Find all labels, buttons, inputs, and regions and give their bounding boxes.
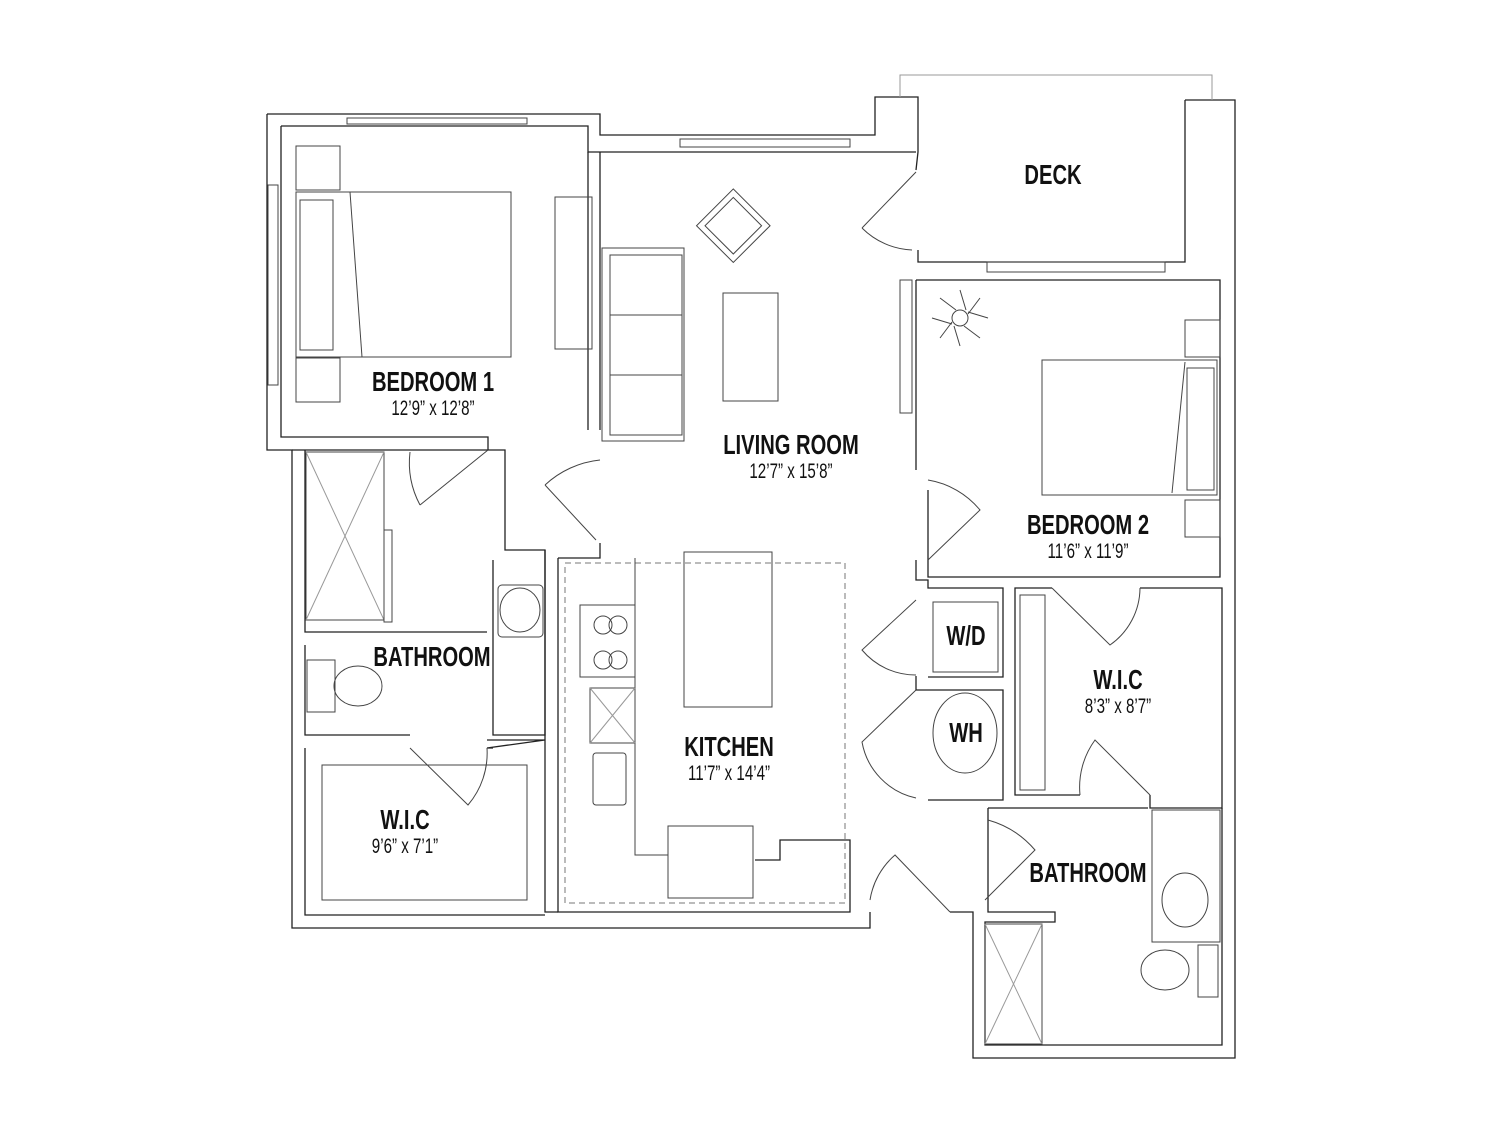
room-name: BATHROOM xyxy=(373,641,491,672)
nightstand xyxy=(1184,319,1221,358)
kitchen-island xyxy=(683,551,773,708)
room-name: KITCHEN xyxy=(684,731,774,762)
room-dimensions: 11’6” x 11’9” xyxy=(1047,540,1129,563)
room-dimensions: 9’6” x 7’1” xyxy=(371,835,439,858)
room-wic-2: W.I.C 8’3” x 8’7” xyxy=(1085,665,1151,719)
room-name: W.I.C xyxy=(380,804,430,835)
stove xyxy=(579,604,636,678)
sofa xyxy=(601,247,685,442)
room-bathroom-1: BATHROOM xyxy=(373,642,490,672)
room-wic-1: W.I.C 9’6” x 7’1” xyxy=(372,805,438,859)
plant-icon xyxy=(931,289,989,347)
toilet xyxy=(1197,944,1219,998)
nightstand xyxy=(295,145,341,191)
toilet xyxy=(306,659,336,713)
washer-dryer xyxy=(932,601,999,673)
room-bedroom-1: BEDROOM 1 12’9” x 12’8” xyxy=(372,367,494,421)
exterior-walls xyxy=(266,74,1236,1059)
room-kitchen: KITCHEN 11’7” x 14’4” xyxy=(684,732,774,786)
bed xyxy=(295,191,512,358)
interior-walls xyxy=(292,152,1223,1046)
dishwasher xyxy=(589,687,636,744)
room-dimensions: 12’7” x 15’8” xyxy=(749,460,833,483)
refrigerator xyxy=(667,825,754,899)
room-name: BATHROOM xyxy=(1029,857,1147,888)
tv-console xyxy=(899,279,913,414)
water-heater-label: WH xyxy=(949,717,983,748)
washer-dryer-label: W/D xyxy=(946,620,986,651)
bed xyxy=(1041,359,1218,496)
dresser xyxy=(554,196,593,350)
armchair xyxy=(695,188,771,264)
nightstand xyxy=(1184,499,1221,538)
room-dimensions: 11’7” x 14’4” xyxy=(687,762,771,785)
room-name: BEDROOM 1 xyxy=(371,366,495,397)
room-deck: DECK xyxy=(1024,160,1081,190)
room-dimensions: 12’9” x 12’8” xyxy=(391,397,475,420)
shower xyxy=(984,923,1043,1045)
room-bedroom-2: BEDROOM 2 11’6” x 11’9” xyxy=(1027,510,1149,564)
kitchen-sink xyxy=(592,752,627,806)
coffee-table xyxy=(722,292,779,402)
nightstand xyxy=(295,357,341,403)
room-name: W.I.C xyxy=(1093,664,1143,695)
room-name: LIVING ROOM xyxy=(723,429,859,460)
sink xyxy=(497,584,544,638)
water-heater xyxy=(932,692,998,774)
furniture xyxy=(295,145,1221,1045)
sink xyxy=(1151,809,1221,943)
room-name: BEDROOM 2 xyxy=(1026,509,1150,540)
room-living: LIVING ROOM 12’7” x 15’8” xyxy=(723,430,859,484)
doors xyxy=(408,171,1151,913)
room-name: DECK xyxy=(1024,159,1082,190)
room-dimensions: 8’3” x 8’7” xyxy=(1084,695,1152,718)
closet-shelf xyxy=(321,764,528,901)
room-bathroom-2: BATHROOM xyxy=(1029,858,1146,888)
